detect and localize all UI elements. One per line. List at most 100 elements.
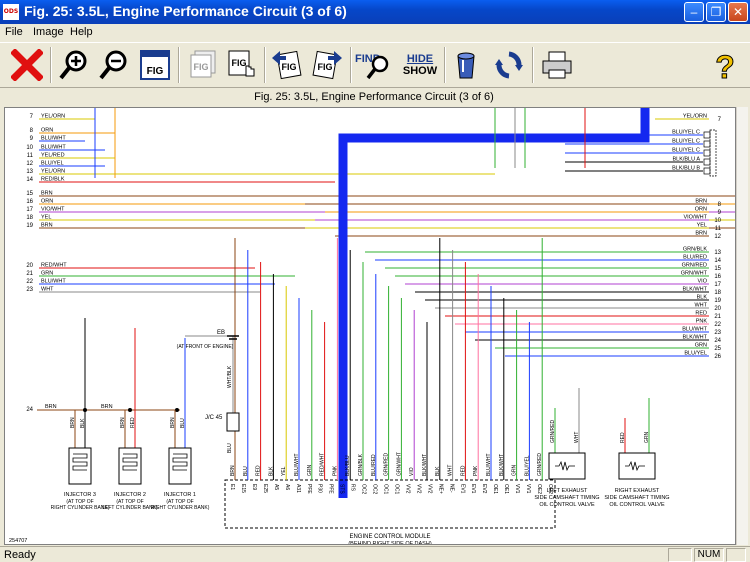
ecm-pin-label: RS <box>350 484 356 492</box>
zoom-in-button[interactable] <box>56 46 94 84</box>
menu-bar: File Image Help <box>0 24 750 41</box>
right-row-number: 9 <box>718 210 722 216</box>
right-row-number: 17 <box>714 282 721 288</box>
ecm-pin-label: OC2 <box>372 484 378 495</box>
injector-location: RIGHT CYLINDER BANK) <box>151 505 210 511</box>
injector-coil <box>72 453 88 471</box>
next-figure-button[interactable]: FIG <box>308 46 346 84</box>
jc-name: J/C 45 <box>205 415 223 421</box>
ecm-pin-label: VV1 <box>514 484 520 494</box>
right-row-label: BRN <box>695 199 707 205</box>
valve-name: SIDE CAMSHAFT TIMING <box>604 495 669 501</box>
zoom-in-icon <box>59 50 87 80</box>
ecm-pin-label: OE1 <box>503 484 509 494</box>
ground-location: (AT FRONT OF ENGINE) <box>177 344 234 350</box>
connector-label: BLU/YEL C <box>672 148 700 154</box>
hide-show-button[interactable]: HIDE SHOW <box>400 46 440 84</box>
ecm-pin-label: NE+ <box>437 484 443 494</box>
bus-number: 24 <box>26 407 33 413</box>
find-button[interactable]: FIND <box>354 46 392 84</box>
ecm-pin-label: EV1 <box>470 484 476 494</box>
next-figure-icon: FIG <box>312 50 342 80</box>
ecm-pin-label: OE2 <box>547 484 553 494</box>
ground-name: EB <box>217 330 225 336</box>
injector-location: RIGHT CYLINDER BANK) <box>51 505 110 511</box>
right-row-number: 14 <box>714 258 721 264</box>
help-button[interactable]: ? <box>706 46 744 84</box>
right-row-label: GRN <box>695 343 707 349</box>
fit-figure-button[interactable]: FIG <box>136 46 174 84</box>
injector-wire-a-label: BRN <box>120 417 126 428</box>
right-row-number: 20 <box>714 306 721 312</box>
exit-button[interactable] <box>8 46 46 84</box>
injector-name: INJECTOR 1 <box>164 492 196 498</box>
valve-name: SIDE CAMSHAFT TIMING <box>534 495 599 501</box>
ecm-wire-label: BLU/YEL <box>524 455 530 476</box>
left-row-number: 15 <box>26 191 33 197</box>
app-icon: ODS <box>3 4 19 20</box>
minimize-button[interactable]: – <box>684 2 704 22</box>
close-window-button[interactable]: ✕ <box>728 2 748 22</box>
connector-label: BLU/YEL C <box>672 139 700 145</box>
left-row-number: 11 <box>27 153 34 159</box>
zoom-out-button[interactable] <box>96 46 134 84</box>
connector-body <box>709 129 717 177</box>
valve-wire-a-label: GRN/RED <box>550 420 556 443</box>
ecm-pin-label: STS <box>339 484 345 494</box>
right-row-label: WHT <box>694 303 707 309</box>
figure-list-button[interactable]: FIG <box>184 46 222 84</box>
figure-caption: Fig. 25: 3.5L, Engine Performance Circui… <box>254 91 494 103</box>
bus-junction <box>175 408 179 412</box>
right-row-label: YEL <box>697 223 707 229</box>
num-lock-indicator: NUM <box>694 548 724 562</box>
valve-wire-b-label: WHT <box>574 432 580 443</box>
maximize-button[interactable]: ❐ <box>706 2 726 22</box>
menu-file[interactable]: File <box>5 26 23 38</box>
figure-window-icon: FIG <box>140 50 170 80</box>
refresh-icon <box>495 51 523 79</box>
ecm-wire-label: BLU/WHT <box>486 454 492 477</box>
left-row-number: 17 <box>26 207 33 213</box>
ecm-box <box>224 479 556 529</box>
jc-body <box>226 412 240 432</box>
zoom-out-icon <box>99 50 127 80</box>
injector-location: LEFT CYLINDER BANK) <box>102 505 158 511</box>
paint-button[interactable] <box>448 46 486 84</box>
ecm-wire-label: BRN <box>230 465 236 476</box>
left-row-number: 20 <box>26 263 33 269</box>
print-button[interactable] <box>538 46 576 84</box>
status-text: Ready <box>4 549 36 561</box>
connector-pin <box>703 158 711 166</box>
left-row-number: 22 <box>26 279 33 285</box>
connector-pin <box>703 131 711 139</box>
ecm-pin-label: A5 <box>273 484 279 490</box>
right-row-label: BLU/WHT <box>682 327 707 333</box>
injector-wire-a-label: BRN <box>170 417 176 428</box>
ecm-wire-label: PNK <box>473 465 479 476</box>
menu-image[interactable]: Image <box>33 26 64 38</box>
ecm-wire-label: BLU <box>243 466 249 476</box>
fig-label: FIG <box>147 66 164 77</box>
vertical-scrollbar[interactable] <box>736 107 748 545</box>
menu-help[interactable]: Help <box>70 26 93 38</box>
title-bar[interactable]: ODS Fig. 25: 3.5L, Engine Performance Ci… <box>0 0 750 24</box>
bus-label-2: BRN <box>101 404 113 410</box>
connector-pin <box>703 167 711 175</box>
ecm-wire-label: BLK/BLU <box>345 455 351 476</box>
figure-select-button[interactable]: FIG <box>222 46 260 84</box>
left-row-label: GRN <box>41 271 53 277</box>
ecm-wire-label: RED <box>460 465 466 476</box>
show-label: SHOW <box>402 65 438 77</box>
injector-coil <box>172 453 188 471</box>
right-row-number: 26 <box>714 354 721 360</box>
left-row-number: 12 <box>26 161 33 167</box>
right-row-number: 24 <box>714 338 721 344</box>
valve-coil <box>555 460 575 472</box>
previous-figure-button[interactable]: FIG <box>268 46 306 84</box>
refresh-button[interactable] <box>490 46 528 84</box>
valve-wire-b-label: GRN <box>644 432 650 444</box>
right-row-label: PNK <box>696 319 708 325</box>
left-row-label: YEL/RED <box>41 153 65 159</box>
